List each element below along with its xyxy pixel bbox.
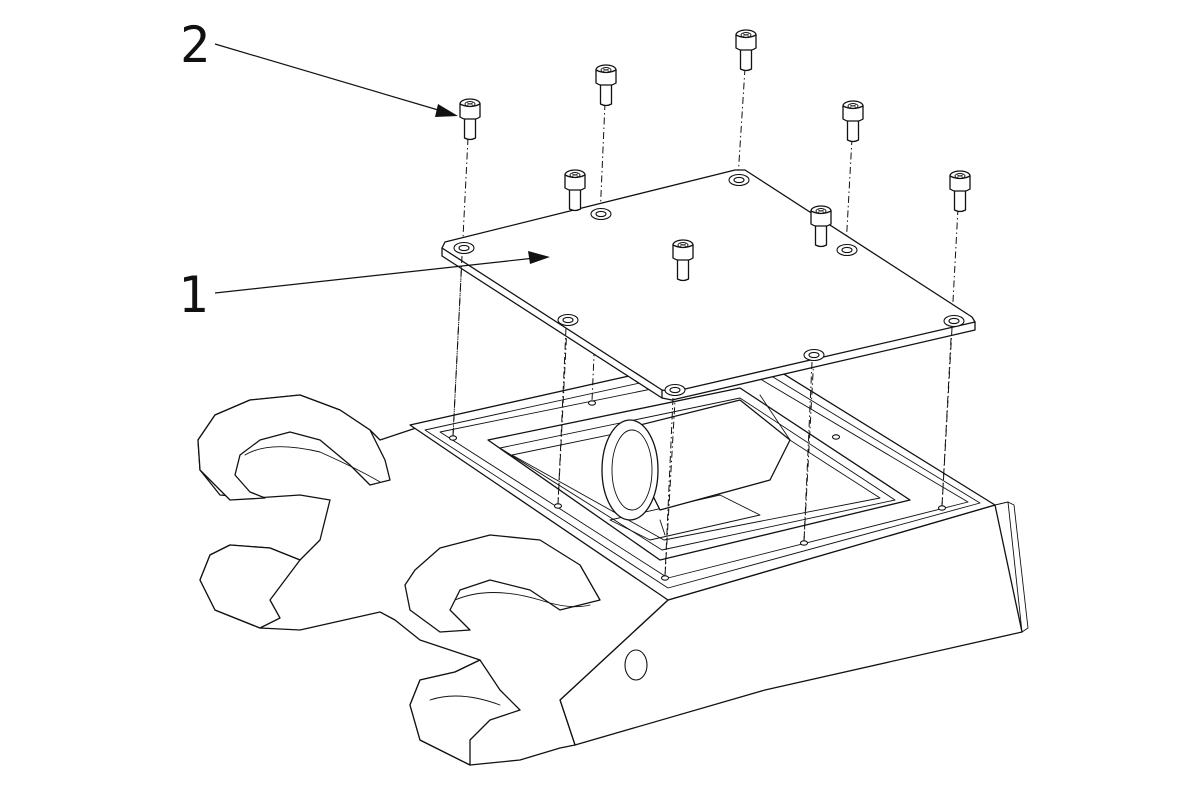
screw bbox=[564, 169, 586, 212]
leader-line-2 bbox=[214, 43, 446, 113]
leader-line-1 bbox=[214, 257, 536, 294]
callout-1: 1 bbox=[178, 251, 550, 324]
clevis-ear-lower bbox=[199, 534, 601, 766]
callout-label-2: 2 bbox=[180, 16, 210, 74]
plate-holes bbox=[453, 173, 965, 397]
arrowhead-2 bbox=[435, 104, 458, 117]
cover-plate bbox=[441, 169, 976, 401]
screw bbox=[595, 64, 617, 107]
screw bbox=[459, 98, 481, 141]
arrowhead-1 bbox=[528, 251, 550, 264]
bearing-cylinder bbox=[601, 394, 791, 536]
screw bbox=[735, 29, 757, 72]
side-hole bbox=[624, 649, 648, 681]
callout-2: 2 bbox=[180, 16, 458, 117]
clevis-ear-upper bbox=[197, 394, 391, 501]
screw bbox=[949, 170, 971, 213]
callout-label-1: 1 bbox=[178, 266, 208, 324]
screw bbox=[842, 100, 864, 143]
base-housing bbox=[197, 349, 1029, 766]
plate-center-lines bbox=[452, 255, 953, 577]
